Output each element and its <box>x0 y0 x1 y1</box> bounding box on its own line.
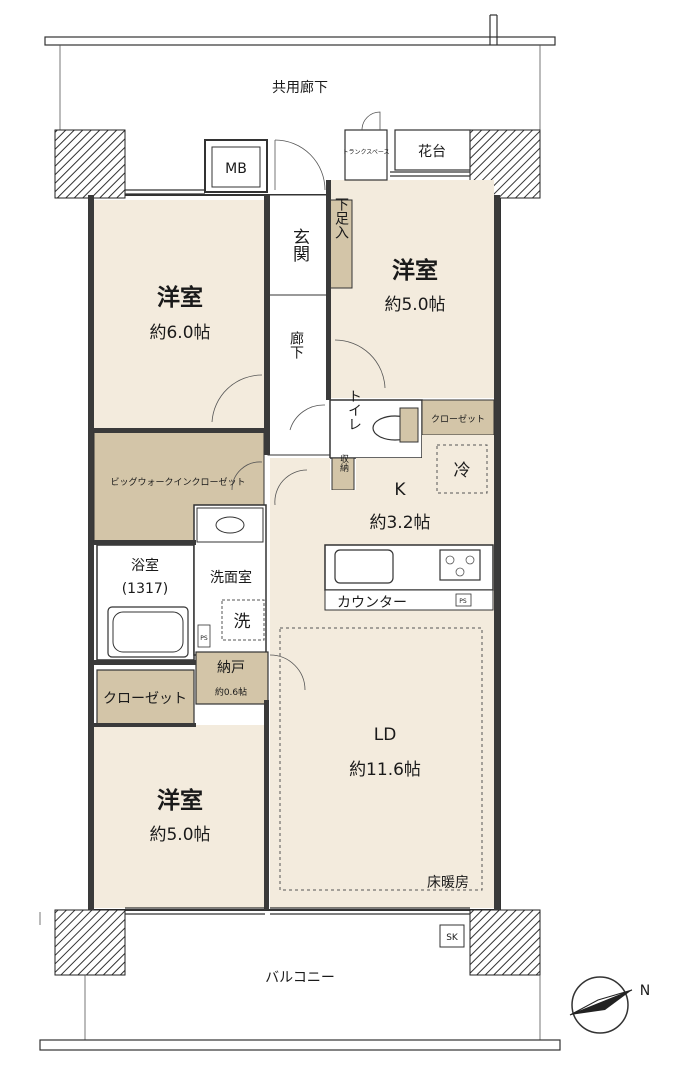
refrigerator-space <box>436 444 488 494</box>
storeroom-label: 納戸 <box>217 660 245 676</box>
floor-heating-area <box>279 627 483 891</box>
toilet-label: トイレ <box>346 389 362 431</box>
door-kitchen <box>274 469 308 506</box>
refrigerator-label: 冷 <box>454 461 471 481</box>
western-room-nw <box>94 200 264 432</box>
kitchen-size: 約3.2帖 <box>369 513 430 533</box>
shoe-box-label: 下足入 <box>333 197 349 239</box>
door-walkin <box>231 461 263 491</box>
kitchen-sink <box>334 549 394 584</box>
washroom-label: 洗面室 <box>210 569 252 586</box>
pillar-nw <box>54 129 126 199</box>
door-nw-room <box>211 374 263 423</box>
kitchen-ld <box>270 435 494 908</box>
common-corridor: 共用廊下 <box>44 14 556 130</box>
kitchen-label: K <box>394 480 406 500</box>
ps-kitchen-label: PS <box>459 598 467 605</box>
ps-bath <box>197 624 211 648</box>
ps-kitchen <box>455 593 472 607</box>
entrance-area <box>267 194 331 296</box>
hallway-label: 廊下 <box>288 330 304 359</box>
closet-toilet-label: クローゼット <box>431 413 485 425</box>
mb-label: MB <box>225 161 247 177</box>
sk-box: SK <box>439 924 465 948</box>
bathroom-label: 浴室 <box>131 557 159 574</box>
sk-label: SK <box>446 933 459 943</box>
western-room-nw-label: 洋室 <box>157 284 203 311</box>
counter-label: カウンター <box>337 595 407 611</box>
mb-box: MB <box>204 139 268 193</box>
walk-in-closet-label: ビッグウォークインクローゼット <box>110 476 245 488</box>
pillar-sw <box>54 909 126 976</box>
pillar-se <box>469 909 541 976</box>
storage-small-label: 収納 <box>338 453 349 473</box>
door-toilet <box>289 404 326 431</box>
balcony-label: バルコニー <box>265 970 335 986</box>
western-room-ne-label: 洋室 <box>392 257 438 284</box>
ps-bath-label: PS <box>200 635 208 642</box>
stove <box>439 549 481 581</box>
washer-label: 洗 <box>234 612 251 632</box>
flower-stand: 花台 <box>394 129 471 171</box>
western-room-sw <box>94 725 266 908</box>
storeroom-size: 約0.6帖 <box>215 686 247 698</box>
entrance-door <box>274 139 326 191</box>
door-storeroom <box>269 654 306 691</box>
windows-bottom <box>125 907 470 915</box>
compass-icon: N <box>569 976 650 1034</box>
balcony: バルコニー <box>39 912 561 1051</box>
kitchen-counter <box>324 544 494 611</box>
trunk-space: トランクスペース <box>342 111 390 181</box>
western-room-ne <box>330 180 494 398</box>
corridor-label: 共用廊下 <box>272 79 328 96</box>
hallway-area <box>267 294 331 456</box>
flower-stand-label: 花台 <box>418 144 446 160</box>
closet-sw-label: クローゼット <box>103 691 187 707</box>
bathroom-size: (1317) <box>122 581 169 597</box>
storeroom <box>195 651 269 705</box>
western-room-sw-label: 洋室 <box>157 787 203 814</box>
closet-sw <box>96 669 195 726</box>
apartment-body <box>54 129 541 976</box>
compass-n-label: N <box>640 983 650 999</box>
western-room-nw-size: 約6.0帖 <box>149 323 210 343</box>
ld-size: 約11.6帖 <box>349 760 421 780</box>
western-room-sw-size: 約5.0帖 <box>149 825 210 845</box>
floor-heating-label: 床暖房 <box>427 875 469 891</box>
ld-label: LD <box>374 725 397 745</box>
door-ne-room <box>334 339 386 389</box>
entrance-label: 玄関 <box>289 228 309 262</box>
closet-toilet <box>421 399 495 436</box>
windows-top <box>125 171 470 195</box>
western-room-ne-size: 約5.0帖 <box>384 295 445 315</box>
wash-basin <box>196 507 264 543</box>
washer-space <box>221 599 265 641</box>
trunk-space-label: トランクスペース <box>342 149 389 156</box>
toilet-tank <box>399 407 419 443</box>
